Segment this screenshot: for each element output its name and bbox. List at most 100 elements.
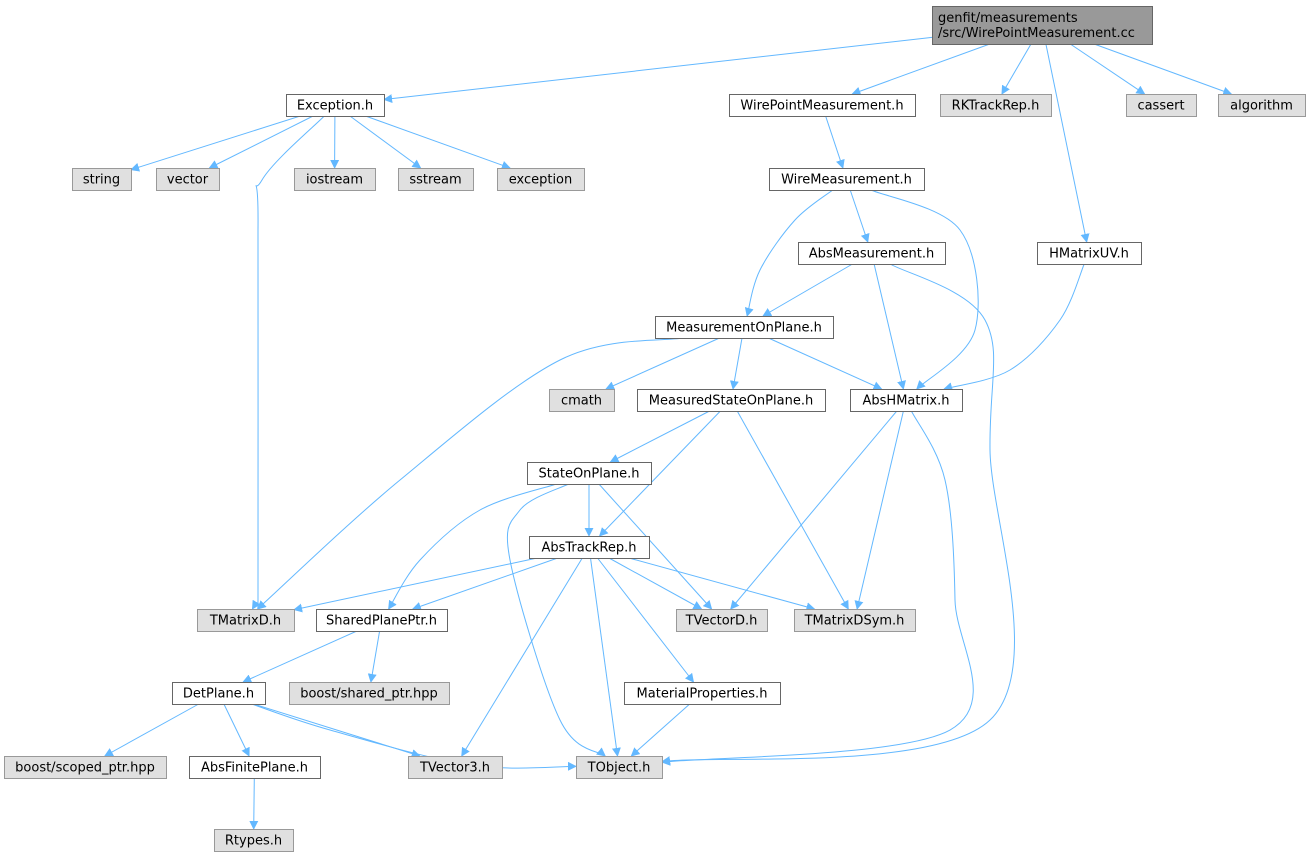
edge-absmeas-to-abshmatrix [873, 263, 906, 390]
node-label: Rtypes.h [225, 834, 282, 849]
node-box [769, 168, 925, 191]
node-label: string [83, 173, 120, 188]
node-rktrackrep: RKTrackRep.h [940, 94, 1052, 117]
node-algorithm: algorithm [1218, 94, 1306, 117]
node-stateonplane[interactable]: StateOnPlane.h [527, 462, 652, 485]
node-exception[interactable]: Exception.h [286, 94, 385, 117]
node-box [156, 168, 220, 191]
node-label: AbsHMatrix.h [863, 394, 950, 409]
node-label: WireMeasurement.h [781, 173, 912, 188]
node-box [794, 609, 916, 632]
node-measonplane[interactable]: MeasurementOnPlane.h [655, 316, 834, 339]
node-box [172, 682, 266, 705]
node-box [729, 94, 916, 117]
node-box [4, 756, 167, 779]
node-box [294, 168, 376, 191]
node-abshmatrix[interactable]: AbsHMatrix.h [850, 389, 963, 412]
edge-measstate-to-stateonplane [609, 410, 710, 463]
node-label: AbsTrackRep.h [541, 541, 636, 556]
node-matprops[interactable]: MaterialProperties.h [624, 682, 781, 705]
node-label: DetPlane.h [183, 687, 254, 702]
edge-matprops-to-tobject [630, 703, 691, 757]
node-box [529, 536, 650, 559]
node-label: TVectorD.h [685, 614, 758, 629]
node-root[interactable]: genfit/measurements/src/WirePointMeasure… [932, 6, 1153, 45]
edge-absmeas-to-tobject [661, 263, 1015, 766]
node-detplane[interactable]: DetPlane.h [172, 682, 266, 705]
node-label: MeasuredStateOnPlane.h [649, 394, 813, 409]
edge-hmatrixuv-to-abshmatrix [943, 263, 1085, 392]
edge-measonplane-to-tmatrixd [256, 337, 683, 610]
node-label: cmath [561, 394, 602, 409]
node-absmeas[interactable]: AbsMeasurement.h [798, 242, 946, 265]
edge-stateonplane-to-sharedplane [388, 483, 557, 610]
node-boostscoped: boost/scoped_ptr.hpp [4, 756, 167, 779]
edge-detplane-to-boostscoped [104, 703, 199, 757]
node-box [289, 682, 450, 705]
node-label: vector [167, 173, 209, 188]
node-box [408, 756, 503, 779]
edge-wiremeas-to-abshmatrix [870, 189, 979, 390]
edge-exception-to-exceptionstd [365, 115, 511, 170]
edge-detplane-to-absfinite [223, 703, 250, 757]
node-box [527, 462, 652, 485]
node-hmatrixuv[interactable]: HMatrixUV.h [1037, 242, 1142, 265]
node-box [576, 756, 663, 779]
edge-abstrackrep-to-tvector3 [461, 557, 583, 757]
node-exceptionstd: exception [497, 168, 585, 191]
node-label: algorithm [1230, 99, 1293, 114]
node-wiremeas[interactable]: WireMeasurement.h [769, 168, 925, 191]
edge-root-to-algorithm [1093, 43, 1233, 96]
node-label: cassert [1137, 99, 1184, 114]
node-absfinite[interactable]: AbsFinitePlane.h [189, 756, 321, 779]
edge-stateonplane-to-tvectord [598, 483, 713, 610]
node-abstrackrep[interactable]: AbsTrackRep.h [529, 536, 650, 559]
node-wirepoint[interactable]: WirePointMeasurement.h [729, 94, 916, 117]
node-label: /src/WirePointMeasurement.cc [938, 26, 1135, 41]
node-tvectord: TVectorD.h [676, 609, 768, 632]
node-label: boost/scoped_ptr.hpp [15, 761, 155, 776]
node-label: AbsFinitePlane.h [201, 761, 308, 776]
edge-abstrackrep-to-tobject [590, 557, 621, 757]
edge-wiremeas-to-absmeas [849, 189, 870, 243]
node-cmath: cmath [549, 389, 615, 412]
node-box [549, 389, 615, 412]
node-label: sstream [409, 173, 461, 188]
node-boostshared: boost/shared_ptr.hpp [289, 682, 450, 705]
node-measstate[interactable]: MeasuredStateOnPlane.h [637, 389, 826, 412]
node-box [676, 609, 768, 632]
edge-sharedplane-to-boostshared [367, 630, 381, 683]
node-box [624, 682, 781, 705]
node-label: WirePointMeasurement.h [740, 99, 903, 114]
edge-stateonplane-to-tobject [506, 483, 606, 757]
node-box [316, 609, 448, 632]
edge-root-to-wirepoint [851, 43, 990, 96]
node-sharedplane[interactable]: SharedPlanePtr.h [316, 609, 448, 632]
node-label: TObject.h [587, 761, 651, 776]
node-label: TMatrixDSym.h [804, 614, 905, 629]
node-box [1126, 94, 1197, 117]
node-box [940, 94, 1052, 117]
edge-abshmatrix-to-tvectord [730, 410, 898, 610]
edge-exception-to-vector [208, 115, 314, 169]
edge-abstrackrep-to-tmatrixd [293, 557, 538, 613]
node-label: HMatrixUV.h [1049, 247, 1129, 262]
edge-root-to-cassert [1070, 43, 1146, 95]
edge-absmeas-to-measonplane [762, 263, 853, 317]
edge-detplane-to-tobject [251, 703, 577, 771]
node-tobject: TObject.h [576, 756, 663, 779]
edge-abstrackrep-to-matprops [597, 557, 695, 683]
edge-abshmatrix-to-tobject [661, 410, 974, 766]
edge-root-to-exception [383, 36, 933, 104]
node-string: string [72, 168, 132, 191]
node-label: TVector3.h [419, 761, 490, 776]
node-box [1037, 242, 1142, 265]
node-box [197, 609, 295, 632]
edge-exception-to-sstream [349, 115, 422, 169]
edge-absfinite-to-rtypes [249, 777, 259, 830]
edge-sharedplane-to-detplane [242, 630, 358, 683]
node-box [214, 829, 294, 852]
edge-exception-to-tmatrixd [251, 115, 325, 631]
edge-wirepoint-to-wiremeas [825, 115, 845, 169]
